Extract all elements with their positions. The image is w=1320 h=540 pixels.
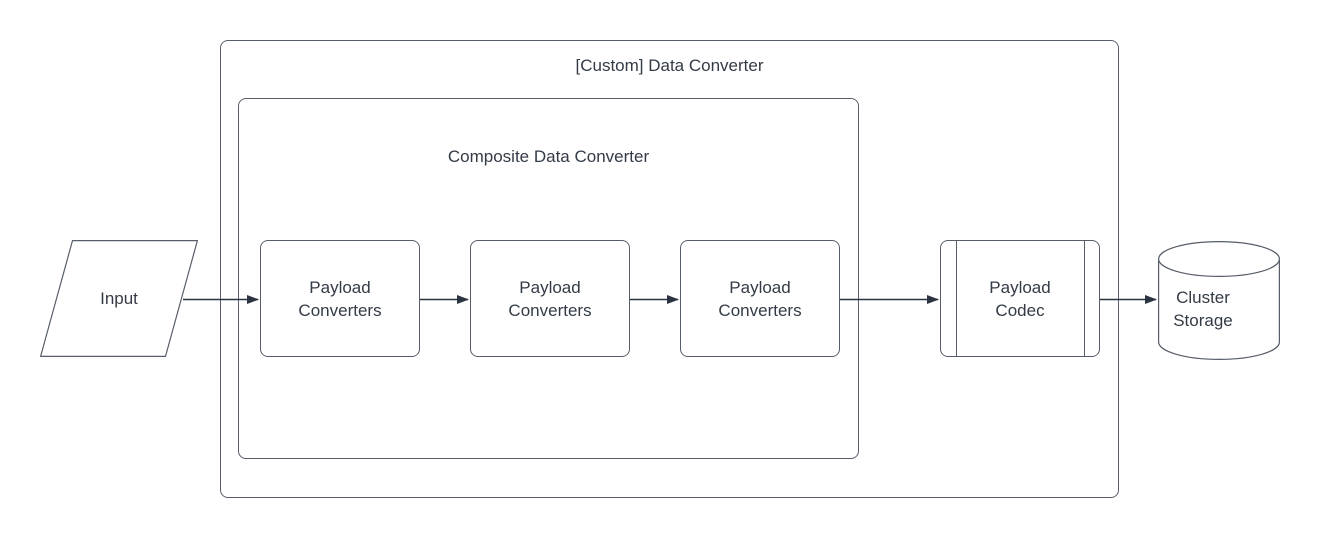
- node-cluster-storage: Cluster Storage: [1157, 241, 1281, 360]
- cylinder-shape: [1157, 241, 1281, 360]
- custom-data-converter-label: [Custom] Data Converter: [575, 56, 764, 75]
- codec-left-bar: [956, 241, 957, 356]
- composite-data-converter-label: Composite Data Converter: [447, 147, 650, 166]
- node-payload-converters-1: Payload Converters: [260, 240, 420, 357]
- node-payload-converters-3: Payload Converters: [680, 240, 840, 357]
- node-payload-converters-2: Payload Converters: [470, 240, 630, 357]
- payload-converters-2-label: Payload Converters: [508, 277, 592, 320]
- codec-right-bar: [1084, 241, 1085, 356]
- payload-converters-3-label: Payload Converters: [718, 277, 802, 320]
- payload-converters-1-label: Payload Converters: [298, 277, 382, 320]
- node-payload-codec: Payload Codec: [940, 240, 1100, 357]
- parallelogram-shape: [40, 240, 198, 358]
- node-input: Input: [40, 240, 198, 358]
- cluster-storage-label: Cluster Storage: [1173, 287, 1233, 330]
- input-label: Input: [100, 289, 138, 308]
- payload-codec-label: Payload Codec: [989, 277, 1051, 320]
